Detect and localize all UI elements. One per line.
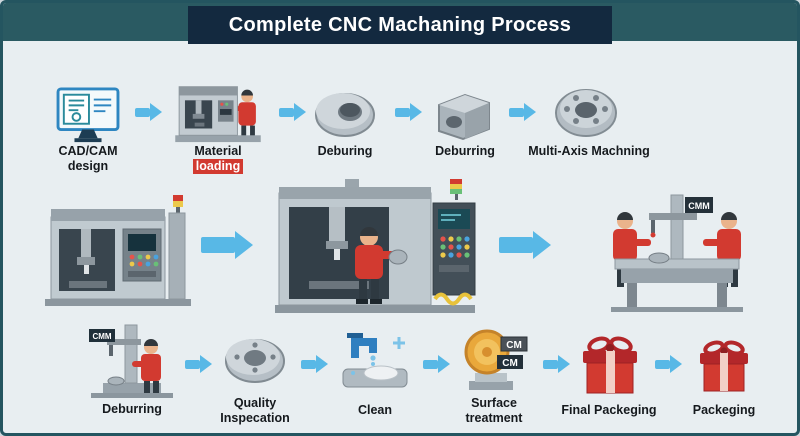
step-label-deburring: Deburring xyxy=(435,144,495,158)
arrow-right-icon xyxy=(655,355,682,373)
cnc-machine-icon xyxy=(43,193,193,307)
step-label-multi-axis-machning: Multi-Axis Machning xyxy=(528,144,650,158)
step-label-clean: Clean xyxy=(357,403,393,417)
step-label-deburring-bottom: Deburring xyxy=(102,402,162,416)
arrow-right-icon xyxy=(509,103,536,121)
cleaning-faucet-icon xyxy=(337,329,413,393)
arrow-right-icon xyxy=(395,103,422,121)
arrow-right-icon xyxy=(499,231,551,259)
inspected-part-icon xyxy=(223,333,287,385)
step-label-final-packeging: Final Packeging xyxy=(561,403,657,417)
metal-disc-icon xyxy=(313,87,377,139)
deburring-machine-icon: CMM xyxy=(87,321,177,399)
arrow-right-icon xyxy=(185,355,212,373)
gift-box-icon xyxy=(693,337,755,395)
arrow-right-icon xyxy=(543,355,570,373)
arrow-right-icon xyxy=(135,103,162,121)
cm-badge-1: CM xyxy=(506,340,522,351)
flange-part-icon xyxy=(553,83,619,141)
material-loading-machine-icon xyxy=(171,77,265,145)
cmm-screen-label: CMM xyxy=(688,201,710,211)
arrow-right-icon xyxy=(301,355,328,373)
page-title: Complete CNC Machaning Process xyxy=(228,13,572,36)
machined-block-icon xyxy=(431,85,495,143)
header-banner: Complete CNC Machaning Process xyxy=(188,6,612,44)
surface-treatment-coin-icon: CM CM xyxy=(455,325,533,395)
gift-box-icon xyxy=(575,333,645,397)
cmm-station-icon: CMM xyxy=(591,187,763,313)
step-label-packeging: Packeging xyxy=(692,403,756,417)
arrow-right-icon xyxy=(201,231,253,259)
cmm-badge-label: CMM xyxy=(92,332,111,341)
step-label-deburing: Deburing xyxy=(317,144,373,158)
arrow-right-icon xyxy=(423,355,450,373)
arrow-right-icon xyxy=(279,103,306,121)
cad-monitor-icon xyxy=(53,87,123,145)
cm-badge-2: CM xyxy=(502,358,518,369)
machining-center-operator-icon xyxy=(269,179,481,315)
